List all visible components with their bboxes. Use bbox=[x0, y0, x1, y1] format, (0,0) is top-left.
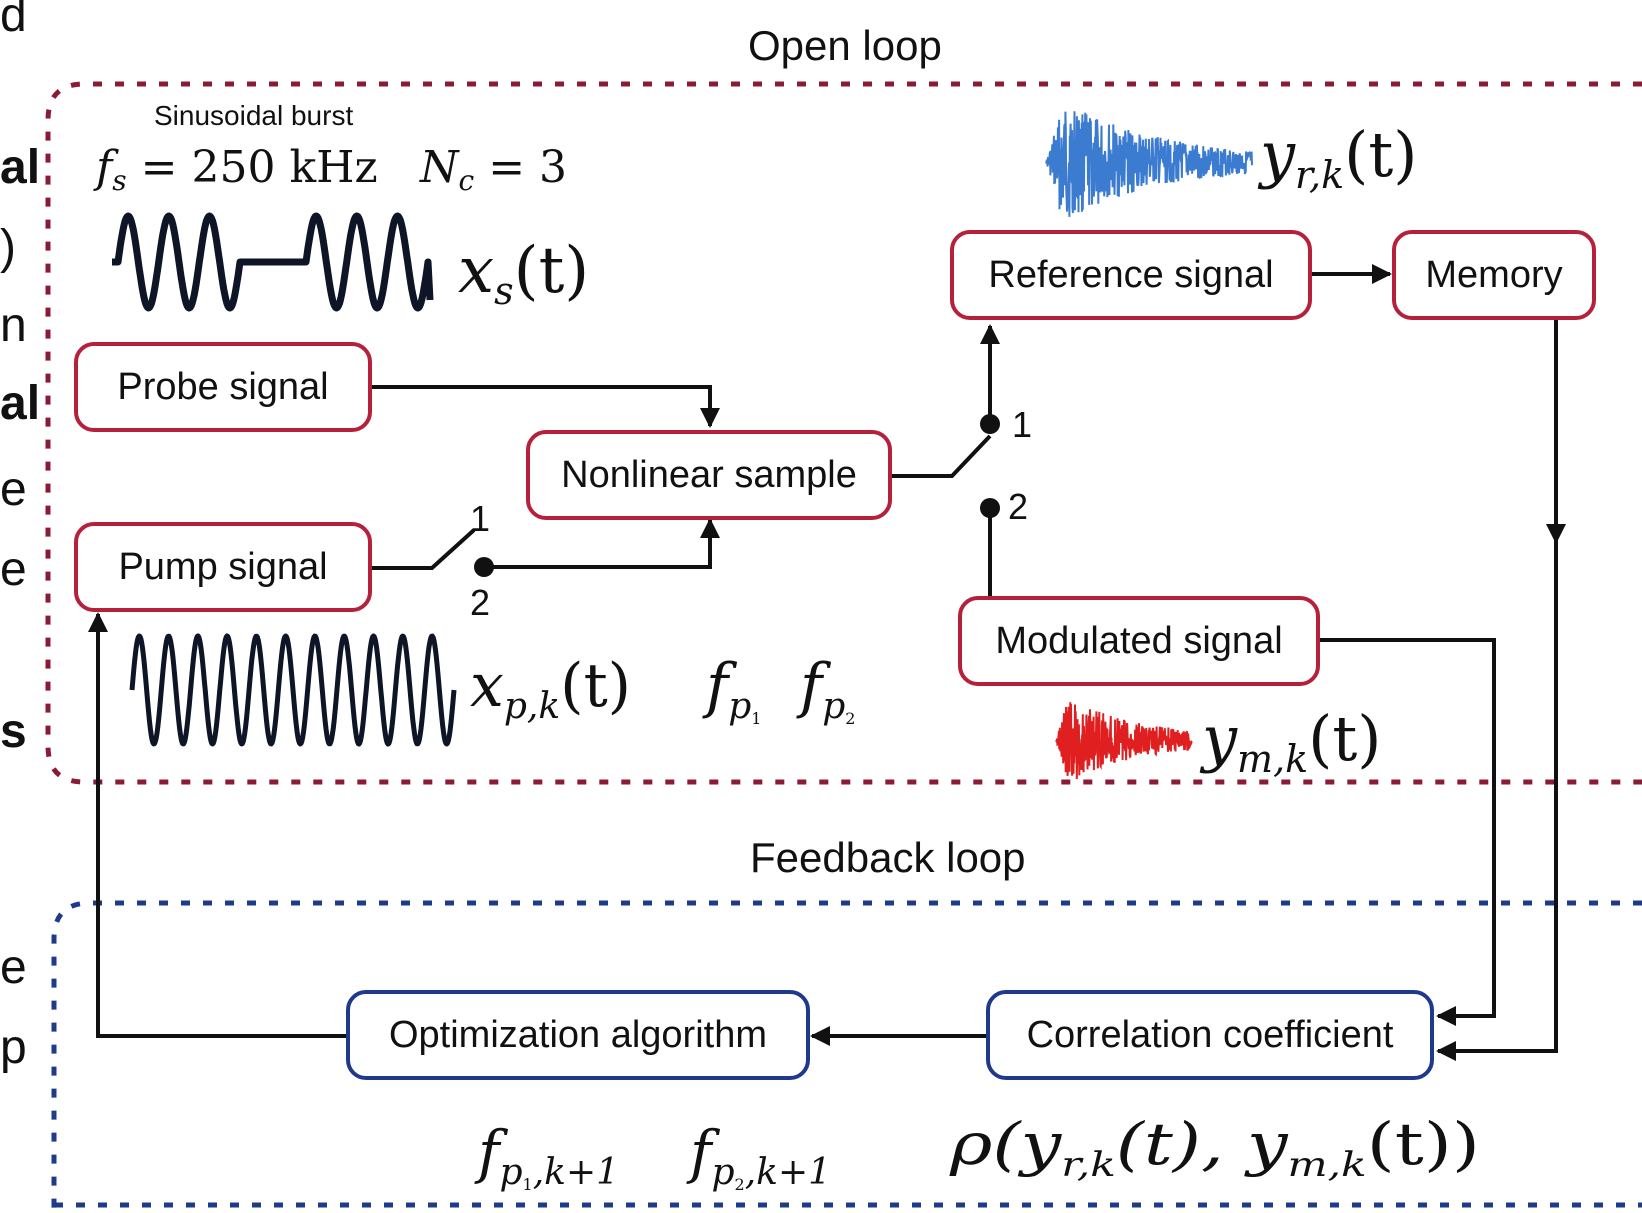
nc-label: Nc= 3 bbox=[419, 142, 567, 197]
feedback-loop-frame bbox=[51, 900, 1642, 1213]
fs-label: fs= 250 kHz bbox=[93, 142, 378, 197]
margin-text: ) bbox=[0, 221, 16, 274]
fp1-label: fp1 bbox=[702, 651, 761, 728]
pump-signal-block: Pump signal bbox=[74, 522, 372, 612]
probe-signal-block: Probe signal bbox=[74, 342, 372, 432]
fp1-next-label: fp1,k+1 bbox=[474, 1118, 619, 1194]
fp2-next-label: fp2,k+1 bbox=[686, 1118, 831, 1194]
reference-waveform bbox=[1045, 111, 1253, 217]
pump-switch-port-2: 2 bbox=[470, 582, 491, 623]
xp-label: xp,k(t) bbox=[470, 651, 631, 727]
optimization-algorithm-block: Optimization algorithm bbox=[346, 990, 810, 1080]
margin-text: al bbox=[0, 141, 41, 194]
pump-line bbox=[370, 528, 476, 570]
output-switch-contact-1 bbox=[980, 414, 1000, 434]
modulated-to-correlation-line bbox=[1320, 638, 1496, 1026]
fp2-label: fp2 bbox=[796, 651, 855, 728]
burst-label: Sinusoidal burst bbox=[154, 100, 354, 131]
margin-text: n bbox=[0, 299, 27, 352]
margin-text: s bbox=[0, 705, 27, 758]
feedback-loop-title: Feedback loop bbox=[750, 834, 1026, 881]
memory-block: Memory bbox=[1392, 230, 1596, 320]
pump-waveform bbox=[129, 633, 457, 747]
xs-label: xs(t) bbox=[458, 234, 589, 313]
pump-switch-port-1: 1 bbox=[470, 498, 491, 539]
modulated-signal-block: Modulated signal bbox=[958, 596, 1320, 686]
probe-to-sample-arrow bbox=[370, 385, 720, 428]
optimization-to-pump-arrow bbox=[88, 612, 346, 1038]
output-switch-port-2: 2 bbox=[1008, 486, 1029, 527]
correlation-coefficient-block: Correlation coefficient bbox=[986, 990, 1434, 1080]
margin-text: e bbox=[0, 463, 27, 516]
sample-output-line bbox=[890, 434, 992, 478]
burst-waveform bbox=[112, 212, 434, 312]
yr-label: yr,k(t) bbox=[1257, 118, 1417, 197]
margin-text: e bbox=[0, 543, 27, 596]
ym-label: ym,k(t) bbox=[1199, 702, 1381, 781]
margin-text: d bbox=[0, 0, 27, 42]
margin-text: p bbox=[0, 1021, 27, 1074]
margin-text: e bbox=[0, 941, 27, 994]
output-switch-contact-2 bbox=[980, 498, 1000, 518]
pump-switch-contact bbox=[474, 557, 494, 577]
open-loop-title: Open loop bbox=[748, 22, 942, 69]
margin-text: al bbox=[0, 377, 41, 430]
output-switch-port-1: 1 bbox=[1012, 404, 1033, 445]
modulated-waveform bbox=[1055, 702, 1193, 780]
reference-signal-block: Reference signal bbox=[950, 230, 1312, 320]
nonlinear-sample-block: Nonlinear sample bbox=[526, 430, 892, 520]
switch-to-sample-arrow bbox=[484, 518, 720, 569]
memory-to-correlation-line bbox=[1436, 318, 1558, 1061]
